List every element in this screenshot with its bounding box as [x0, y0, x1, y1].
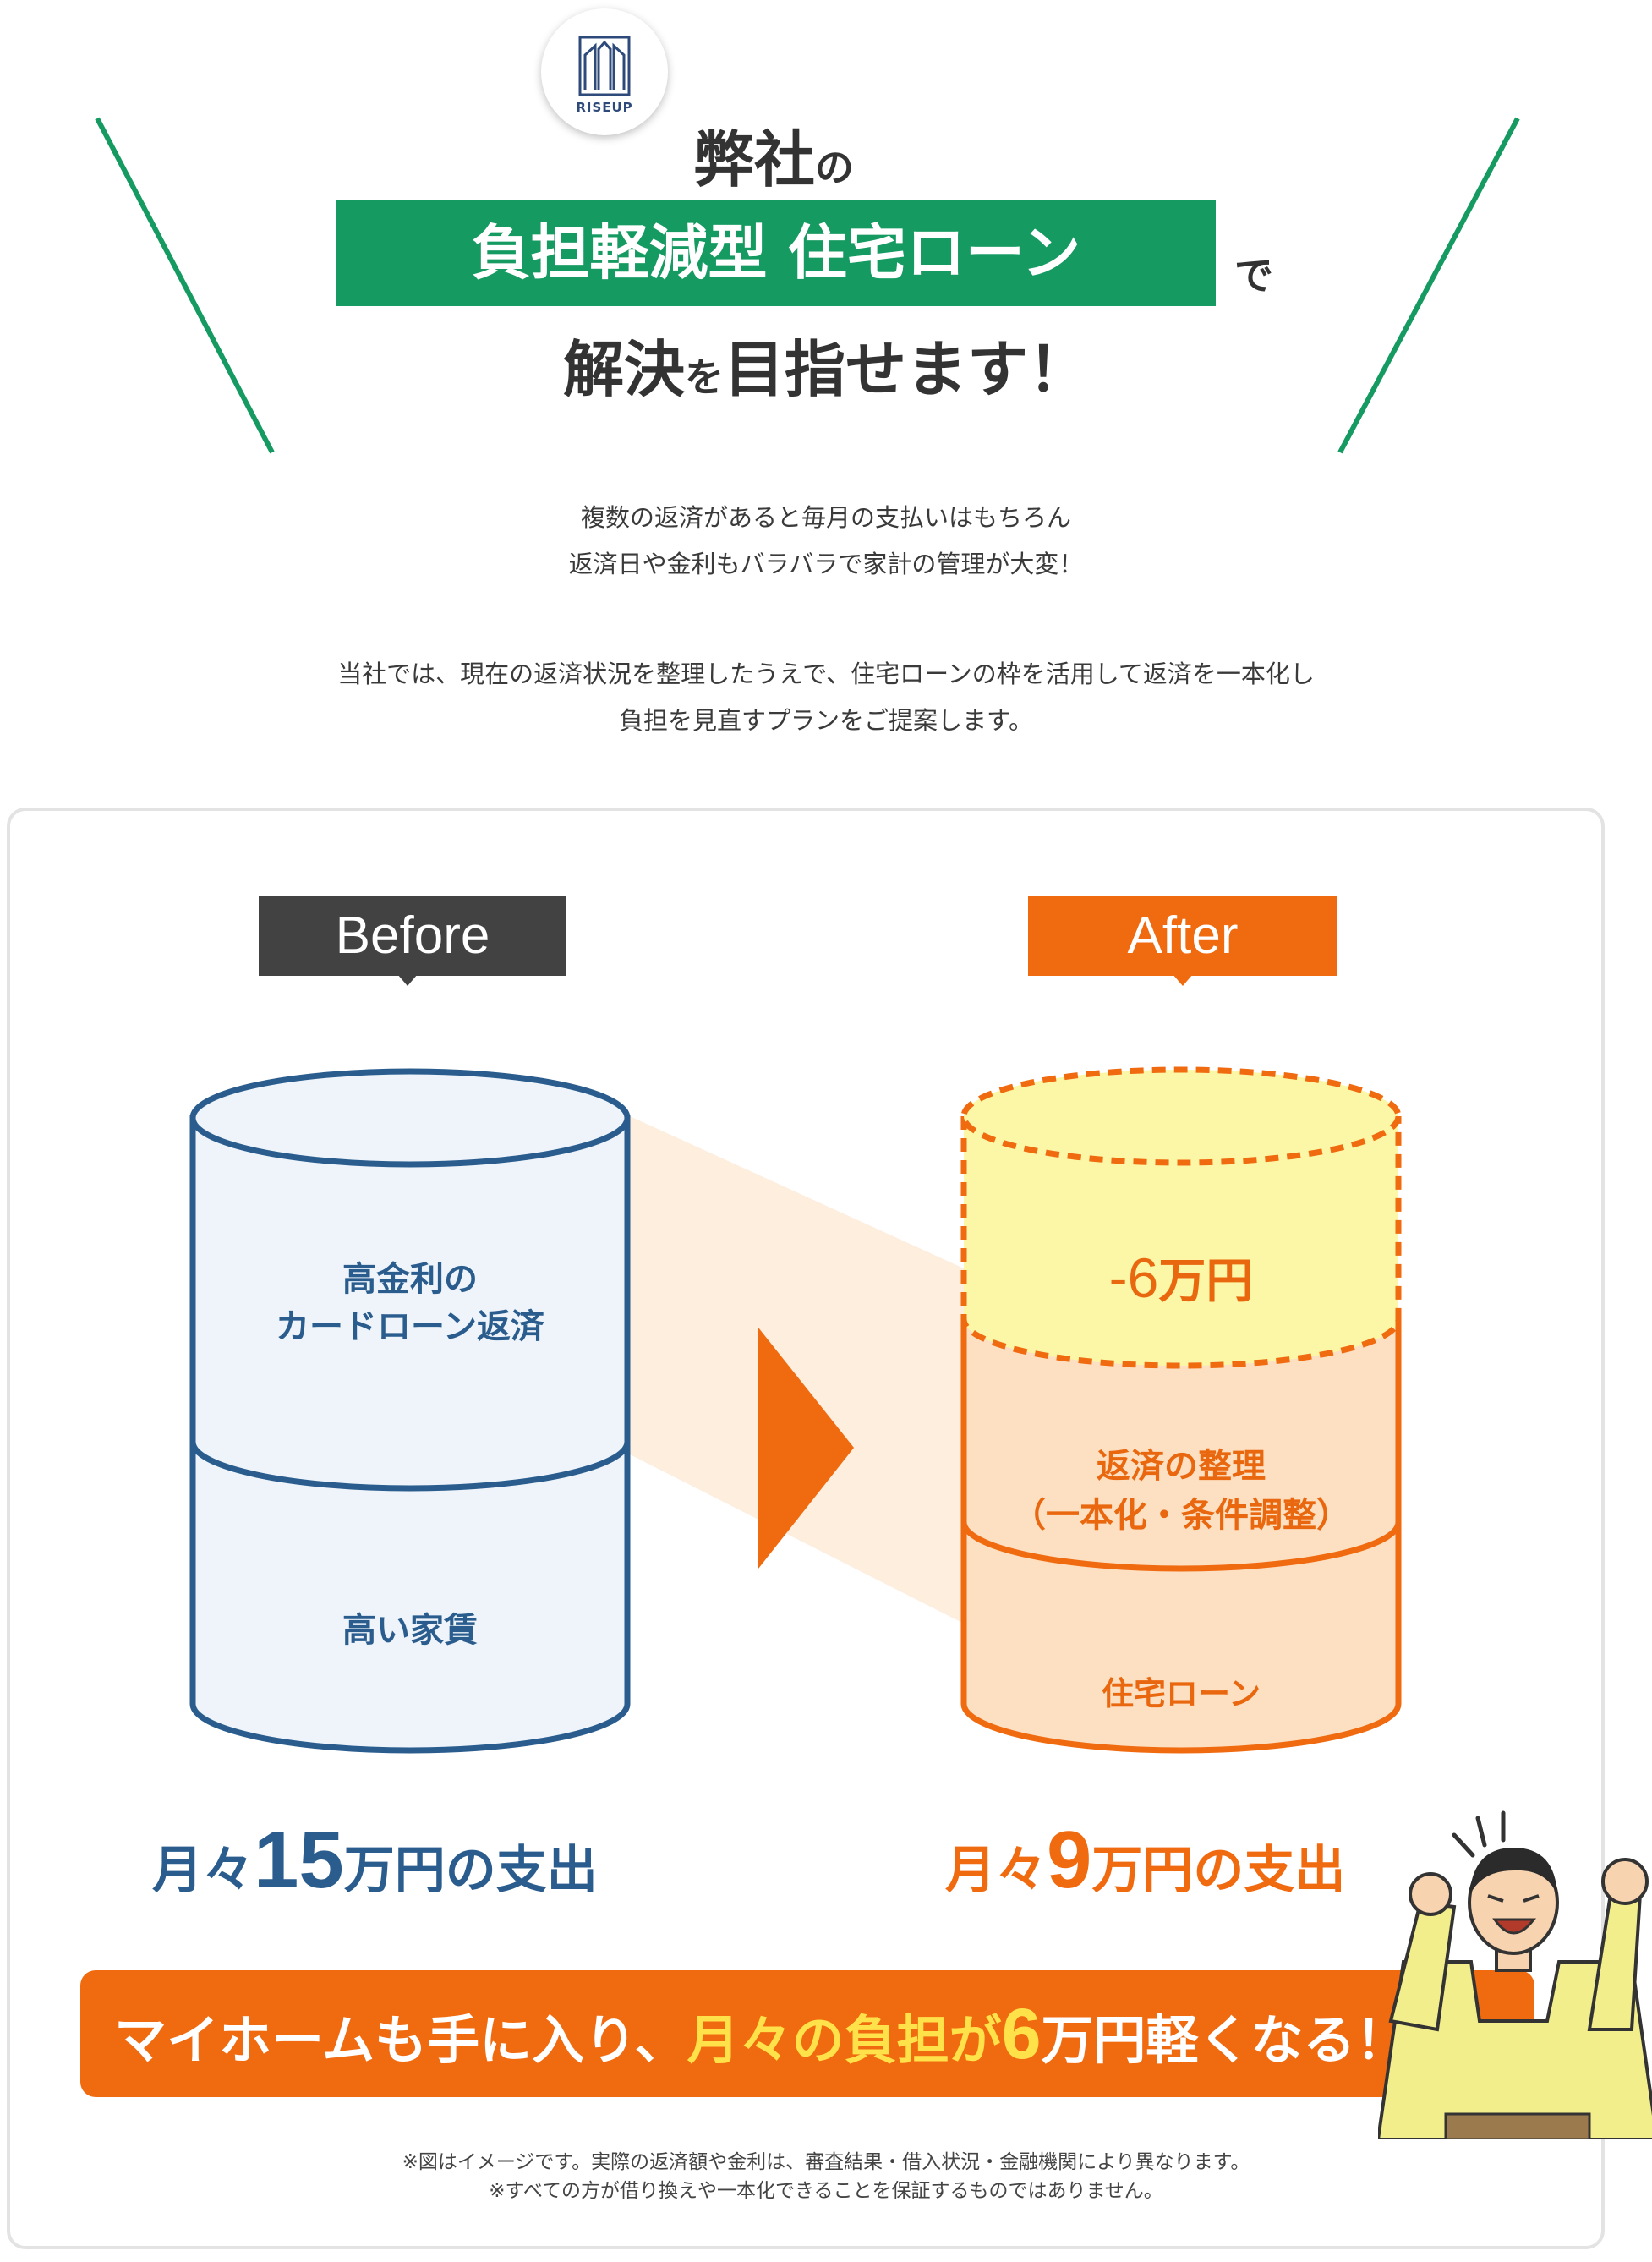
before-tag: Before: [259, 896, 566, 976]
banner-part2: 月々の負担が: [687, 2009, 1002, 2071]
disclaimer-line2: ※すべての方が借り換えや一本化できることを保証するものではありません。: [489, 2180, 1163, 2202]
headline-particle-wo: を: [685, 354, 724, 400]
reduction-unit: 万円: [1158, 1254, 1254, 1309]
right-arrow-icon: [758, 1328, 854, 1569]
before-total-prefix: 月々: [152, 1841, 254, 1900]
before-total-amount: 15: [254, 1815, 344, 1905]
before-total-suffix: 万円の支出: [343, 1841, 598, 1900]
before-top-label-line2: カードローン返済: [276, 1307, 544, 1346]
headline-particle-de: で: [1234, 253, 1273, 298]
logo-wordmark: RISEUP: [576, 100, 633, 115]
headline-particle: の: [815, 145, 855, 190]
headline-highlight-box: 負担軽減型 住宅ローン: [336, 200, 1216, 306]
after-middle-label-line1: 返済の整理: [1097, 1447, 1266, 1486]
after-total-suffix: 万円の支出: [1091, 1841, 1346, 1900]
after-consolidation-label: 返済の整理 （一本化・条件調整）: [964, 1442, 1398, 1540]
left-decorative-line: [95, 117, 1520, 454]
intro-p1-line1: 複数の返済があると毎月の支払いはもちろん: [580, 503, 1071, 532]
headline-line1: 弊社の: [693, 110, 854, 199]
after-reduction-label: -6万円: [964, 1243, 1398, 1312]
after-monthly-total: 月々9万円の支出: [945, 1814, 1345, 1907]
headline-aim: 目指せます！: [724, 334, 1090, 405]
headline-line3: 解決を目指せます！: [0, 320, 1652, 408]
intro-p2-line1: 当社では、現在の返済状況を整理したうえで、住宅ローンの枠を活用して返済を一本化し: [337, 660, 1315, 688]
building-logo-icon: [558, 36, 631, 101]
disclaimer-line1: ※図はイメージです。実際の返済額や金利は、審査結果・借入状況・金融機関により異な…: [402, 2151, 1250, 2173]
reduction-amount: -6: [1108, 1246, 1159, 1309]
intro-p1-line2: 返済日や金利もバラバラで家計の管理が大変！: [568, 550, 1084, 578]
after-total-prefix: 月々: [945, 1841, 1047, 1900]
comparison-graphic: [189, 1066, 1402, 1754]
intro-p2-line2: 負担を見直すプランをご提案します。: [618, 706, 1034, 735]
after-middle-label-line2: （一本化・条件調整）: [1012, 1496, 1350, 1535]
headline-solve: 解決: [562, 334, 685, 405]
banner-amount: 6: [1001, 1994, 1042, 2073]
company-logo: RISEUP: [541, 8, 668, 135]
after-mortgage-label: 住宅ローン: [1101, 1675, 1261, 1712]
cheering-man-illustration: [1378, 1810, 1652, 2139]
after-tag: After: [1028, 896, 1337, 976]
before-rent-label: 高い家賃: [342, 1611, 478, 1650]
before-card-loan-label: 高金利の カードローン返済: [193, 1256, 627, 1350]
banner-part3: 万円軽くなる！: [1041, 2009, 1409, 2071]
before-monthly-total: 月々15万円の支出: [152, 1814, 598, 1907]
before-top-label-line1: 高金利の: [342, 1260, 478, 1299]
intro-paragraph-1: 複数の返済があると毎月の支払いはもちろん 返済日や金利もバラバラで家計の管理が大…: [0, 495, 1652, 588]
banner-part1: マイホームも手に入り、: [114, 2009, 687, 2071]
summary-banner-text: マイホームも手に入り、月々の負担が6万円軽くなる！: [114, 1983, 1408, 2091]
transition-beam: [630, 1116, 964, 1624]
after-cylinder: [960, 1066, 1402, 1754]
headline-main: 弊社: [693, 124, 816, 195]
after-tag-pointer: [1173, 974, 1193, 986]
after-total-amount: 9: [1047, 1815, 1092, 1905]
before-tag-pointer: [397, 974, 418, 986]
disclaimer-notes: ※図はイメージです。実際の返済額や金利は、審査結果・借入状況・金融機関により異な…: [0, 2148, 1652, 2205]
before-cylinder: [189, 1068, 631, 1754]
intro-paragraph-2: 当社では、現在の返済状況を整理したうえで、住宅ローンの枠を活用して返済を一本化し…: [0, 651, 1652, 744]
summary-banner: [80, 1970, 1534, 2097]
